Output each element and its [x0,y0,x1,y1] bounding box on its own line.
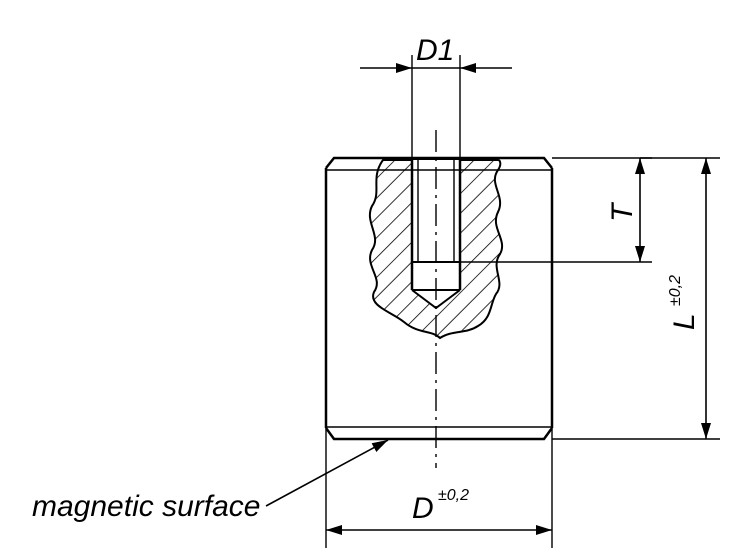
dimension-d [325,428,553,548]
dimension-d1 [360,55,512,158]
label-t: T [606,201,639,222]
label-l-tolerance: ±0,2 [667,275,684,306]
threaded-bore [410,158,462,310]
magnetic-surface-leader [265,439,389,507]
label-magnetic-surface: magnetic surface [32,490,260,523]
magnet-body [324,156,554,441]
label-d: D [412,492,434,525]
label-d-tolerance: ±0,2 [438,487,469,504]
dimension-l [552,157,720,440]
dimension-t [460,157,652,263]
label-d1: D1 [416,34,454,67]
label-l: L [668,313,701,330]
